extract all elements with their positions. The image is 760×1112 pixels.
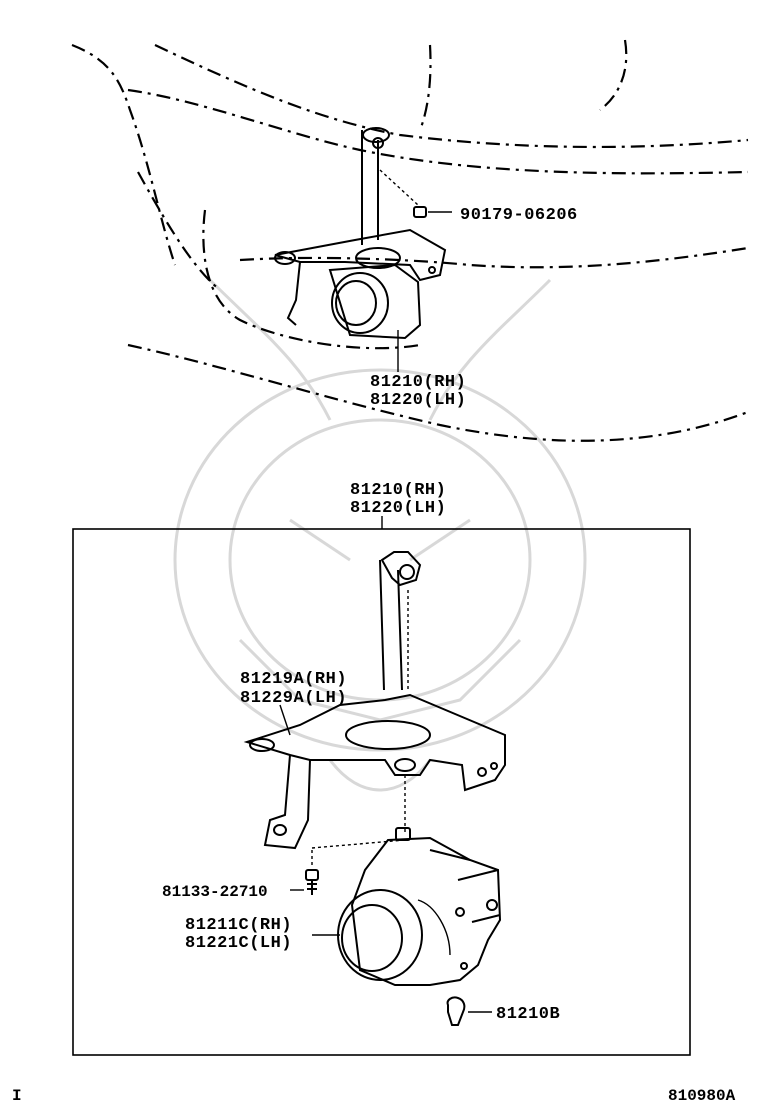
exploded-view-frame bbox=[72, 528, 691, 1056]
footer-left-mark: I bbox=[12, 1087, 22, 1105]
assembly-line-screw bbox=[311, 839, 406, 849]
callout-bracket-rh: 81219A(RH) bbox=[240, 670, 347, 689]
callout-nut: 90179-06206 bbox=[460, 206, 578, 225]
bracket bbox=[243, 551, 506, 850]
screw-icon bbox=[290, 850, 319, 895]
figure-code: 810980A bbox=[668, 1087, 736, 1105]
callout-bulb: 81210B bbox=[496, 1005, 560, 1024]
bumper-outline bbox=[71, 39, 749, 442]
callout-box-assy-lh: 81220(LH) bbox=[350, 499, 446, 518]
nut-icon bbox=[413, 206, 427, 218]
callout-unit-rh: 81211C(RH) bbox=[185, 916, 292, 935]
callout-box-assy-rh: 81210(RH) bbox=[350, 481, 446, 500]
callout-screw: 81133-22710 bbox=[162, 883, 268, 901]
callout-upper-assy-lh: 81220(LH) bbox=[370, 391, 466, 410]
callout-unit-lh: 81221C(LH) bbox=[185, 934, 292, 953]
fog-lamp bbox=[312, 827, 502, 986]
bulb-icon bbox=[446, 996, 492, 1026]
callout-bracket-lh: 81229A(LH) bbox=[240, 689, 347, 708]
callout-upper-assy-rh: 81210(RH) bbox=[370, 373, 466, 392]
upper-fog-lamp-assembly bbox=[274, 127, 452, 372]
watermark-emblem bbox=[173, 278, 587, 792]
